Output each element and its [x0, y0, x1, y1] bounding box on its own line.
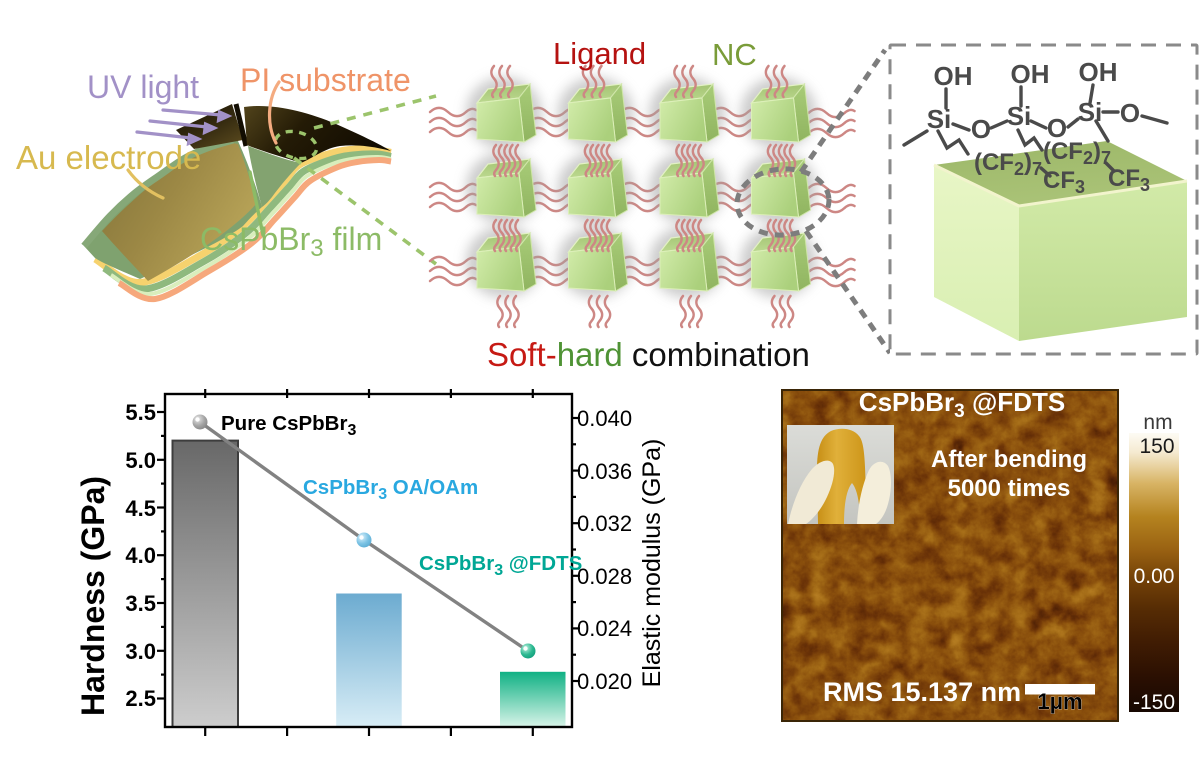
svg-text:nm: nm [1143, 411, 1172, 434]
svg-text:RMS 15.137 nm: RMS 15.137 nm [823, 677, 1021, 707]
svg-text:Soft-hard combination: Soft-hard combination [487, 336, 810, 373]
svg-text:Si: Si [1078, 97, 1103, 127]
svg-text:4.0: 4.0 [125, 543, 156, 568]
svg-text:(CF2)7: (CF2)7 [1043, 138, 1111, 168]
svg-text:Au electrode: Au electrode [16, 139, 201, 176]
svg-text:0.036: 0.036 [577, 459, 632, 484]
svg-text:O: O [1047, 113, 1067, 143]
svg-text:3.0: 3.0 [125, 639, 156, 664]
svg-text:150: 150 [1139, 435, 1174, 458]
svg-text:O: O [1120, 98, 1140, 128]
svg-text:5.0: 5.0 [125, 448, 156, 473]
svg-text:CsPbBr3 @FDTS: CsPbBr3 @FDTS [859, 387, 1065, 422]
svg-text:1μm: 1μm [1037, 689, 1082, 714]
svg-text:O: O [971, 114, 991, 144]
svg-text:CsPbBr3 OA/OAm: CsPbBr3 OA/OAm [303, 476, 478, 503]
svg-text:5.5: 5.5 [125, 400, 156, 425]
svg-text:4.5: 4.5 [125, 496, 156, 521]
svg-text:OH: OH [1079, 57, 1118, 87]
svg-text:0.020: 0.020 [577, 669, 632, 694]
svg-text:0.00: 0.00 [1134, 565, 1175, 588]
svg-text:Elastic modulus (GPa): Elastic modulus (GPa) [638, 439, 666, 688]
svg-text:CsPbBr3 film: CsPbBr3 film [200, 221, 382, 262]
svg-text:5000 times: 5000 times [948, 475, 1071, 502]
svg-text:0.028: 0.028 [577, 564, 632, 589]
svg-text:Hardness (GPa): Hardness (GPa) [75, 476, 111, 716]
svg-text:OH: OH [934, 61, 973, 91]
svg-text:0.024: 0.024 [577, 616, 632, 641]
svg-text:After bending: After bending [931, 446, 1087, 473]
svg-text:0.032: 0.032 [577, 511, 632, 536]
svg-text:Pure CsPbBr3: Pure CsPbBr3 [221, 412, 356, 439]
svg-text:PI substrate: PI substrate [240, 62, 411, 98]
svg-text:UV light: UV light [87, 69, 199, 105]
svg-text:Si: Si [927, 104, 952, 134]
svg-text:3.5: 3.5 [125, 591, 156, 616]
svg-text:(CF2)7: (CF2)7 [974, 149, 1042, 179]
svg-text:OH: OH [1011, 59, 1050, 89]
svg-text:-150: -150 [1133, 691, 1175, 714]
svg-text:2.5: 2.5 [125, 686, 156, 711]
svg-text:NC: NC [712, 37, 757, 72]
svg-text:CsPbBr3 @FDTS: CsPbBr3 @FDTS [419, 552, 582, 579]
svg-text:Si: Si [1007, 101, 1032, 131]
svg-text:Ligand: Ligand [553, 36, 646, 71]
svg-text:0.040: 0.040 [577, 406, 632, 431]
